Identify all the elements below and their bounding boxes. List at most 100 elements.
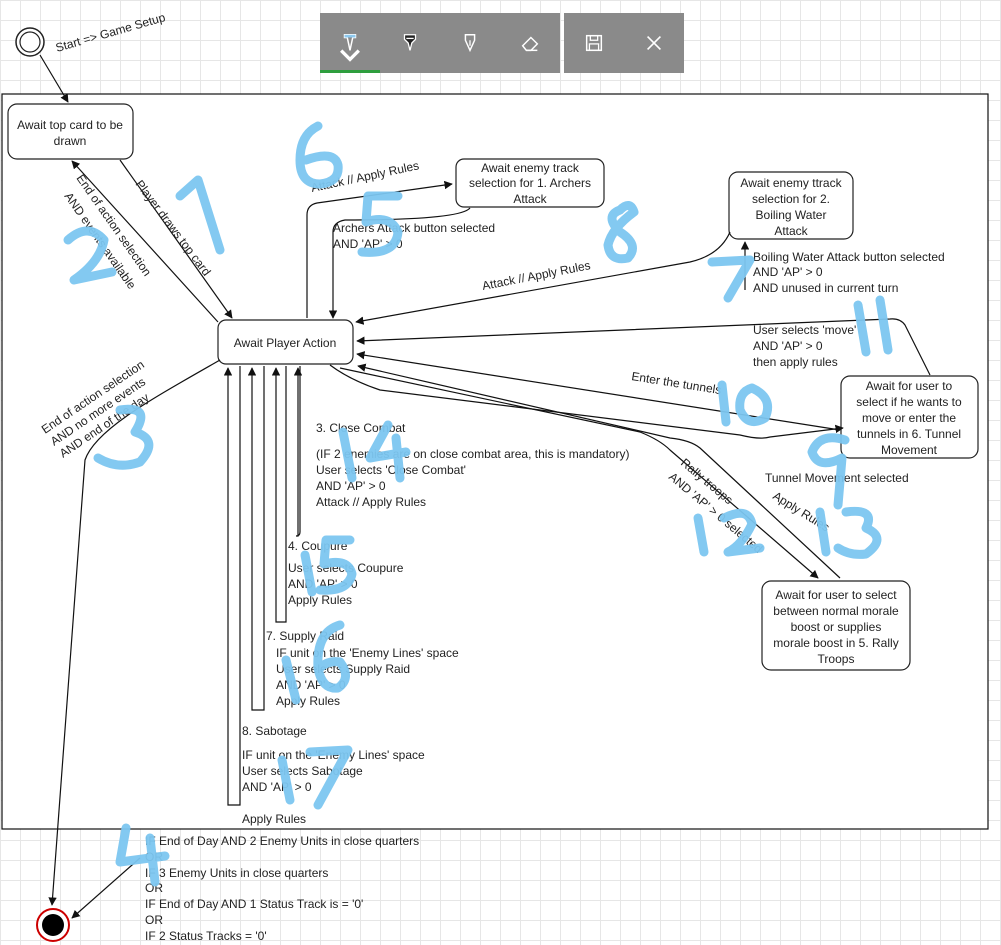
condition-line: IF End of Day AND 1 Status Track is = '0…: [145, 897, 363, 911]
state-label: Attack: [774, 224, 808, 238]
save-icon: [585, 34, 603, 52]
chevron-down-icon: [340, 49, 360, 62]
edge-rally: [339, 367, 819, 579]
condition-line: OR: [145, 881, 163, 895]
pencil-button[interactable]: [440, 13, 500, 73]
state-await-top-card: Await top card to be drawn: [7, 103, 134, 160]
annotation-1: [175, 175, 225, 255]
eraser-icon: [521, 36, 539, 52]
label-line: AND 'AP' > 0: [316, 479, 386, 493]
edge-attack-apply-1: [306, 180, 453, 318]
state-label: morale boost in 5. Rally: [773, 636, 898, 650]
state-label: Await for user to: [866, 379, 953, 393]
edge-label: then apply rules: [753, 355, 838, 369]
state-label: boost or supplies: [791, 620, 882, 634]
state-label: tunnels in 6. Tunnel: [857, 427, 961, 441]
state-label: Await Player Action: [234, 336, 337, 350]
annotation-5: [357, 191, 403, 257]
state-label: Await top card to be: [17, 118, 123, 132]
state-await-tunnel: Await for user to select if he wants to …: [840, 375, 979, 459]
state-label: drawn: [54, 134, 87, 148]
highlighter-button[interactable]: [380, 13, 440, 73]
state-label: select if he wants to: [856, 395, 962, 409]
annotation-8: [603, 201, 639, 264]
annotation-2: [63, 226, 117, 285]
edge-label: AND unused in current turn: [753, 281, 898, 295]
annotation-3: [93, 404, 154, 470]
edge-label: Boiling Water Attack button selected: [753, 250, 945, 264]
annotation-16: [281, 620, 350, 705]
ink-toolbar: [320, 13, 684, 73]
edge-end-of-day: [48, 359, 221, 906]
annotation-15: [300, 535, 357, 597]
label-line: Attack // Apply Rules: [316, 495, 426, 509]
label-line: 8. Sabotage: [242, 724, 307, 738]
end-node: [36, 908, 70, 942]
state-label: Boiling Water: [756, 208, 827, 222]
label-line: IF unit on the 'Enemy Lines' space: [276, 646, 459, 660]
state-label: Await enemy track: [481, 161, 580, 175]
file-tools-group: [564, 13, 684, 73]
start-node: [15, 27, 45, 57]
ballpoint-pen-button[interactable]: [320, 13, 380, 73]
edge-draw-card: [119, 159, 233, 319]
edge-close-combat: [293, 366, 303, 537]
edge-label: Apply Rules: [242, 812, 306, 826]
highlighter-pen-icon: [403, 34, 417, 51]
state-label: Await enemy ttrack: [740, 176, 842, 190]
save-button[interactable]: [564, 13, 624, 73]
annotation-10: [717, 380, 773, 427]
annotation-11: [853, 295, 893, 357]
state-label: Attack: [513, 192, 547, 206]
end-conditions-label: IF End of Day AND 2 Enemy Units in close…: [145, 834, 419, 943]
label-line: User selects 'Close Combat': [316, 463, 466, 477]
edge-coupure: [271, 366, 287, 623]
ballpoint-pen-icon: [343, 34, 357, 51]
annotation-17: [277, 745, 353, 810]
condition-line: IF 2 Status Tracks = '0': [145, 929, 267, 943]
label-line: 3. Close Combat: [316, 421, 406, 435]
edge-move: [356, 318, 931, 376]
start-label: Start => Game Setup: [54, 10, 167, 55]
edge-sabotage: [223, 366, 241, 806]
edge-label: User selects 'move': [753, 323, 856, 337]
state-await-boiling-water: Await enemy ttrack selection for 2. Boil…: [728, 171, 854, 240]
close-icon: [646, 35, 662, 51]
state-await-rally: Await for user to select between normal …: [761, 580, 911, 671]
annotation-12: [693, 508, 765, 557]
condition-line: IF End of Day AND 2 Enemy Units in close…: [145, 834, 419, 848]
annotation-7: [707, 255, 755, 303]
edge-start-to-top-card: [39, 54, 69, 103]
pencil-icon: [464, 34, 476, 53]
eraser-button[interactable]: [500, 13, 560, 73]
state-label: between normal morale: [773, 604, 899, 618]
label-line: AND 'AP' > 0: [242, 780, 312, 794]
condition-line: IF 3 Enemy Units in close quarters: [145, 866, 328, 880]
state-label: move or enter the: [862, 411, 956, 425]
annotation-6: [295, 121, 343, 189]
edge-label: AND 'AP' > 0: [753, 339, 823, 353]
state-label: selection for 2.: [752, 192, 830, 206]
label-line: (IF 2 enemies are on close combat area, …: [316, 447, 629, 461]
pen-tools-group: [320, 13, 560, 73]
annotation-14: [338, 420, 411, 483]
edge-archers: [328, 207, 471, 319]
label-line: Apply Rules: [276, 694, 340, 708]
state-await-player-action: Await Player Action: [217, 319, 354, 365]
edge-apply-rules-rally: [357, 363, 841, 579]
state-label: selection for 1. Archers: [469, 176, 591, 190]
label-line: User selects Sabotage: [242, 764, 363, 778]
edge-tunnel-selected: [329, 364, 844, 439]
edge-label: Archers Attack button selected: [333, 221, 495, 235]
annotation-4: [115, 823, 170, 887]
condition-line: OR: [145, 913, 163, 927]
annotation-9: [807, 433, 850, 510]
close-button[interactable]: [624, 13, 684, 73]
annotation-13: [815, 506, 882, 559]
state-label: Movement: [881, 443, 938, 457]
state-label: Await for user to select: [775, 588, 897, 602]
edge-label: AND 'AP' > 0: [753, 265, 823, 279]
edge-end-conditions: [71, 857, 141, 919]
label-line: Apply Rules: [288, 593, 352, 607]
